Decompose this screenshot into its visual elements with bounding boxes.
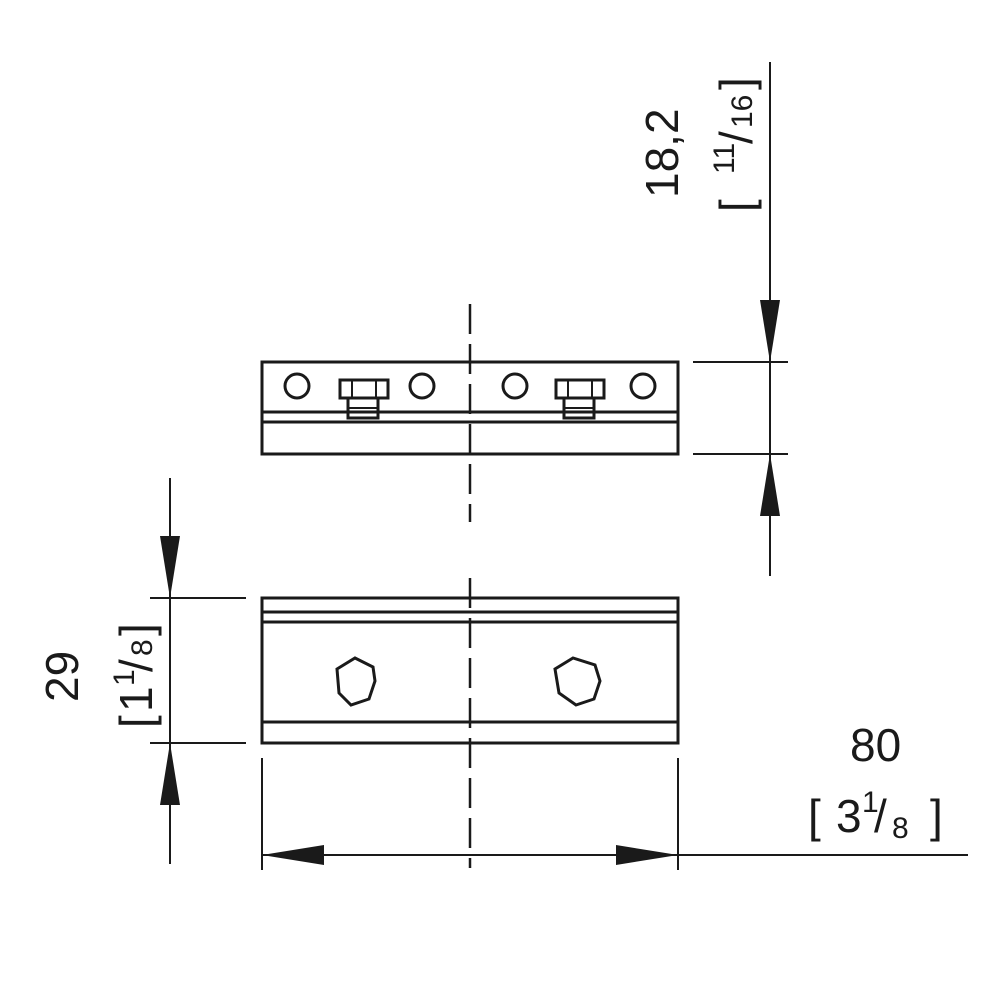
mounting-hole bbox=[283, 372, 311, 400]
dimension-height-front: 29 [ 1 1 / 8 ] bbox=[36, 478, 246, 864]
arrowhead bbox=[160, 743, 180, 805]
svg-text:3: 3 bbox=[836, 790, 862, 842]
mounting-hole bbox=[408, 372, 436, 400]
dimension-width: 80 [ 3 1 / 8 ] bbox=[261, 719, 968, 870]
svg-text:1: 1 bbox=[108, 669, 141, 686]
svg-text:8: 8 bbox=[126, 639, 159, 656]
dimension-label-18-2: 18,2 bbox=[636, 108, 688, 198]
hex-nut-icon bbox=[553, 656, 602, 707]
arrowhead bbox=[616, 845, 678, 865]
svg-text:11: 11 bbox=[708, 143, 741, 174]
dimension-label-inch: [ 11 / 16 ] bbox=[708, 77, 762, 212]
svg-text:]: ] bbox=[930, 790, 943, 842]
bolt-side-view bbox=[338, 378, 390, 420]
dimension-height-top: 18,2 [ 11 / 16 ] bbox=[636, 62, 788, 576]
svg-text:1: 1 bbox=[862, 786, 879, 819]
dimension-value: 18,2 bbox=[636, 108, 688, 198]
arrowhead bbox=[760, 300, 780, 362]
front-view bbox=[260, 578, 680, 868]
arrowhead bbox=[262, 845, 324, 865]
svg-text:1: 1 bbox=[110, 686, 162, 712]
svg-text:8: 8 bbox=[892, 812, 909, 845]
dimension-value: 80 bbox=[850, 719, 901, 771]
svg-text:16: 16 bbox=[726, 95, 759, 128]
svg-text:[: [ bbox=[808, 790, 821, 842]
svg-text:[: [ bbox=[110, 715, 162, 728]
dimension-label-29: 29 bbox=[36, 651, 88, 702]
dimension-label-inch: [ 3 1 / 8 ] bbox=[808, 786, 943, 845]
svg-text:/: / bbox=[710, 131, 762, 144]
svg-text:/: / bbox=[110, 659, 162, 672]
svg-text:]: ] bbox=[710, 77, 762, 90]
top-view bbox=[260, 304, 680, 522]
svg-text:]: ] bbox=[110, 623, 162, 636]
svg-text:/: / bbox=[874, 790, 887, 842]
dimension-label-inch: [ 1 1 / 8 ] bbox=[108, 623, 162, 728]
mounting-hole bbox=[501, 372, 529, 400]
hex-nut-icon bbox=[335, 656, 377, 707]
arrowhead bbox=[760, 454, 780, 516]
arrowhead bbox=[160, 536, 180, 598]
dimension-value: 29 bbox=[36, 651, 88, 702]
mounting-hole bbox=[629, 372, 657, 400]
svg-text:[: [ bbox=[710, 199, 762, 212]
bolt-side-view bbox=[554, 378, 606, 420]
